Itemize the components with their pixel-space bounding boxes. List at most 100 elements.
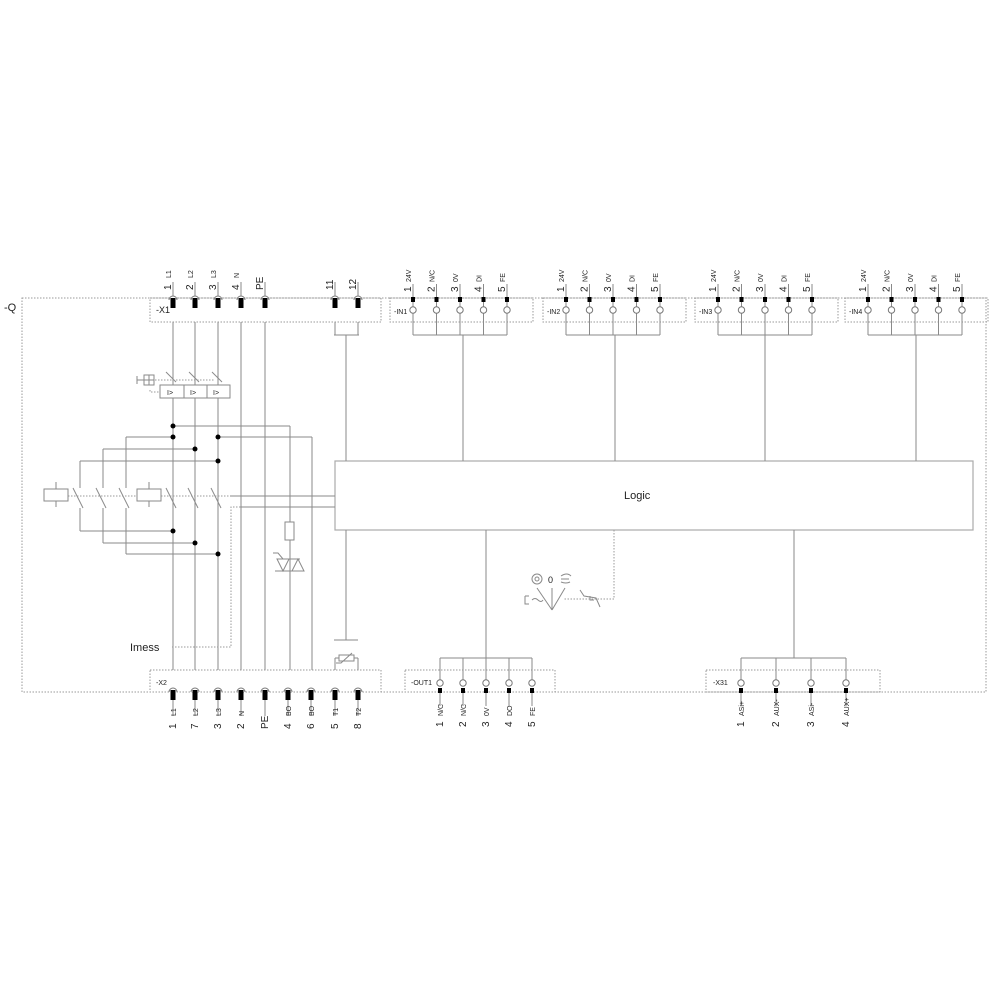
input-terminal-3[interactable]: 30V [603, 273, 617, 335]
terminal-number: 1 [736, 721, 747, 727]
out1-terminal-1[interactable]: 1 N/C [435, 658, 446, 727]
terminal-name: N/C [430, 270, 437, 282]
terminal-number: 5 [802, 286, 813, 292]
terminal-name: L3 [211, 270, 218, 278]
out1-terminal-5[interactable]: 5FE [527, 658, 538, 727]
x1-terminal-11[interactable]: 11 [325, 279, 340, 308]
input-terminal-1[interactable]: 1 24V [556, 269, 570, 335]
terminal-number: 3 [450, 286, 461, 292]
terminal-number: 12 [348, 278, 359, 290]
terminal-number: 5 [952, 286, 963, 292]
terminal-name: DI [630, 275, 637, 282]
terminal-name: T1 [333, 708, 340, 716]
input-terminal-5[interactable]: 5FE [952, 273, 966, 335]
input-terminal-2[interactable]: 2N/C [882, 270, 896, 335]
terminal-number: 3 [213, 723, 224, 729]
input-terminal-4[interactable]: 4DI [779, 275, 793, 335]
terminal-number: 1 [163, 284, 174, 290]
x2-terminal-5[interactable]: 5T1 [330, 687, 341, 729]
terminal-name: N/C [583, 270, 590, 282]
terminal-number: 4 [929, 286, 940, 292]
input-terminal-3[interactable]: 30V [905, 273, 919, 335]
x1-terminal-PE[interactable]: PE [255, 276, 270, 308]
terminal-number: 8 [353, 723, 364, 729]
input-terminal-5[interactable]: 5FE [650, 273, 664, 335]
power-circuit: I> I> I> [43, 322, 335, 670]
input-block-label: -IN1 [394, 309, 407, 316]
contactor-coil-2-icon [136, 488, 162, 502]
x2-terminal-4[interactable]: 4BO [283, 687, 294, 729]
terminal-number: 11 [325, 279, 336, 290]
input-terminal-3[interactable]: 30V [755, 273, 769, 335]
x1-terminals: 1L1 2L2 3L3 4N PE 11 12 [163, 270, 363, 308]
input-terminal-2[interactable]: 2N/C [427, 270, 441, 335]
terminal-number: 6 [306, 723, 317, 729]
x2-terminal-7[interactable]: 7L2 [190, 687, 201, 729]
x2-terminal-8[interactable]: 8T2 [353, 687, 364, 729]
x1-terminal-4[interactable]: 4N [231, 273, 246, 308]
terminal-name: ASi+ [739, 701, 746, 716]
x1-terminal-3[interactable]: 3L3 [208, 270, 223, 308]
x1-terminal-2[interactable]: 2L2 [185, 270, 200, 308]
out1-terminal-4[interactable]: 4DO [504, 658, 515, 727]
x2-terminal-6[interactable]: 6 BO [306, 687, 317, 729]
terminal-name: N/C [438, 704, 445, 716]
x2-terminal-1[interactable]: 1 L1 [168, 687, 179, 729]
terminal-number: 2 [732, 286, 743, 292]
terminal-number: 1 [168, 723, 179, 729]
input-terminal-2[interactable]: 2N/C [580, 270, 594, 335]
x1-terminal-12[interactable]: 12 [348, 278, 363, 308]
out1-label: -OUT1 [411, 680, 432, 687]
terminal-name: DO [507, 705, 514, 716]
x1-terminal-1[interactable]: 1L1 [163, 270, 178, 308]
terminal-name: L1 [171, 708, 178, 716]
x2-terminal-3[interactable]: 3 L3 [213, 687, 224, 729]
x2-terminal-2[interactable]: 2N [236, 687, 247, 729]
contact-11-12 [334, 322, 359, 461]
out1-terminal-3[interactable]: 30V [481, 658, 492, 727]
terminal-number: 4 [231, 284, 242, 290]
input-terminal-3[interactable]: 3 0V [450, 273, 464, 335]
terminal-name: 24V [861, 269, 868, 282]
terminal-number: 4 [841, 721, 852, 727]
input-terminal-4[interactable]: 4DI [929, 275, 943, 335]
terminal-name: 24V [406, 269, 413, 282]
input-terminal-5[interactable]: 5FE [497, 273, 511, 335]
output-bus-wires [440, 530, 846, 659]
terminal-name: 24V [559, 269, 566, 282]
terminal-number: 2 [771, 721, 782, 727]
terminal-name: N [239, 711, 246, 716]
input-terminal-2[interactable]: 2N/C [732, 270, 746, 335]
input-block-label: -IN4 [849, 309, 862, 316]
input-terminal-5[interactable]: 5FE [802, 273, 816, 335]
svg-text:I>: I> [213, 390, 219, 397]
terminal-number: 4 [474, 286, 485, 292]
out1-block [404, 669, 556, 693]
terminal-name: 0V [453, 273, 460, 282]
terminal-number: 1 [435, 721, 446, 727]
terminal-name: L3 [216, 708, 223, 716]
out1-terminal-2[interactable]: 2N/C [458, 658, 469, 727]
input-terminal-4[interactable]: 4DI [474, 275, 488, 335]
terminal-number: 1 [556, 286, 567, 292]
terminal-name: L2 [188, 270, 195, 278]
terminal-name: ASi- [809, 702, 816, 716]
fuse-icon [284, 521, 295, 541]
terminal-name: BO [309, 705, 316, 716]
input-terminal-4[interactable]: 4 DI [627, 275, 641, 335]
x31-terminal-1[interactable]: 1 ASi+ [736, 658, 747, 727]
x2-terminal-PE[interactable]: PE [260, 687, 271, 729]
x31-block [705, 669, 881, 693]
terminal-number: 5 [527, 721, 538, 727]
terminal-number: 4 [627, 286, 638, 292]
